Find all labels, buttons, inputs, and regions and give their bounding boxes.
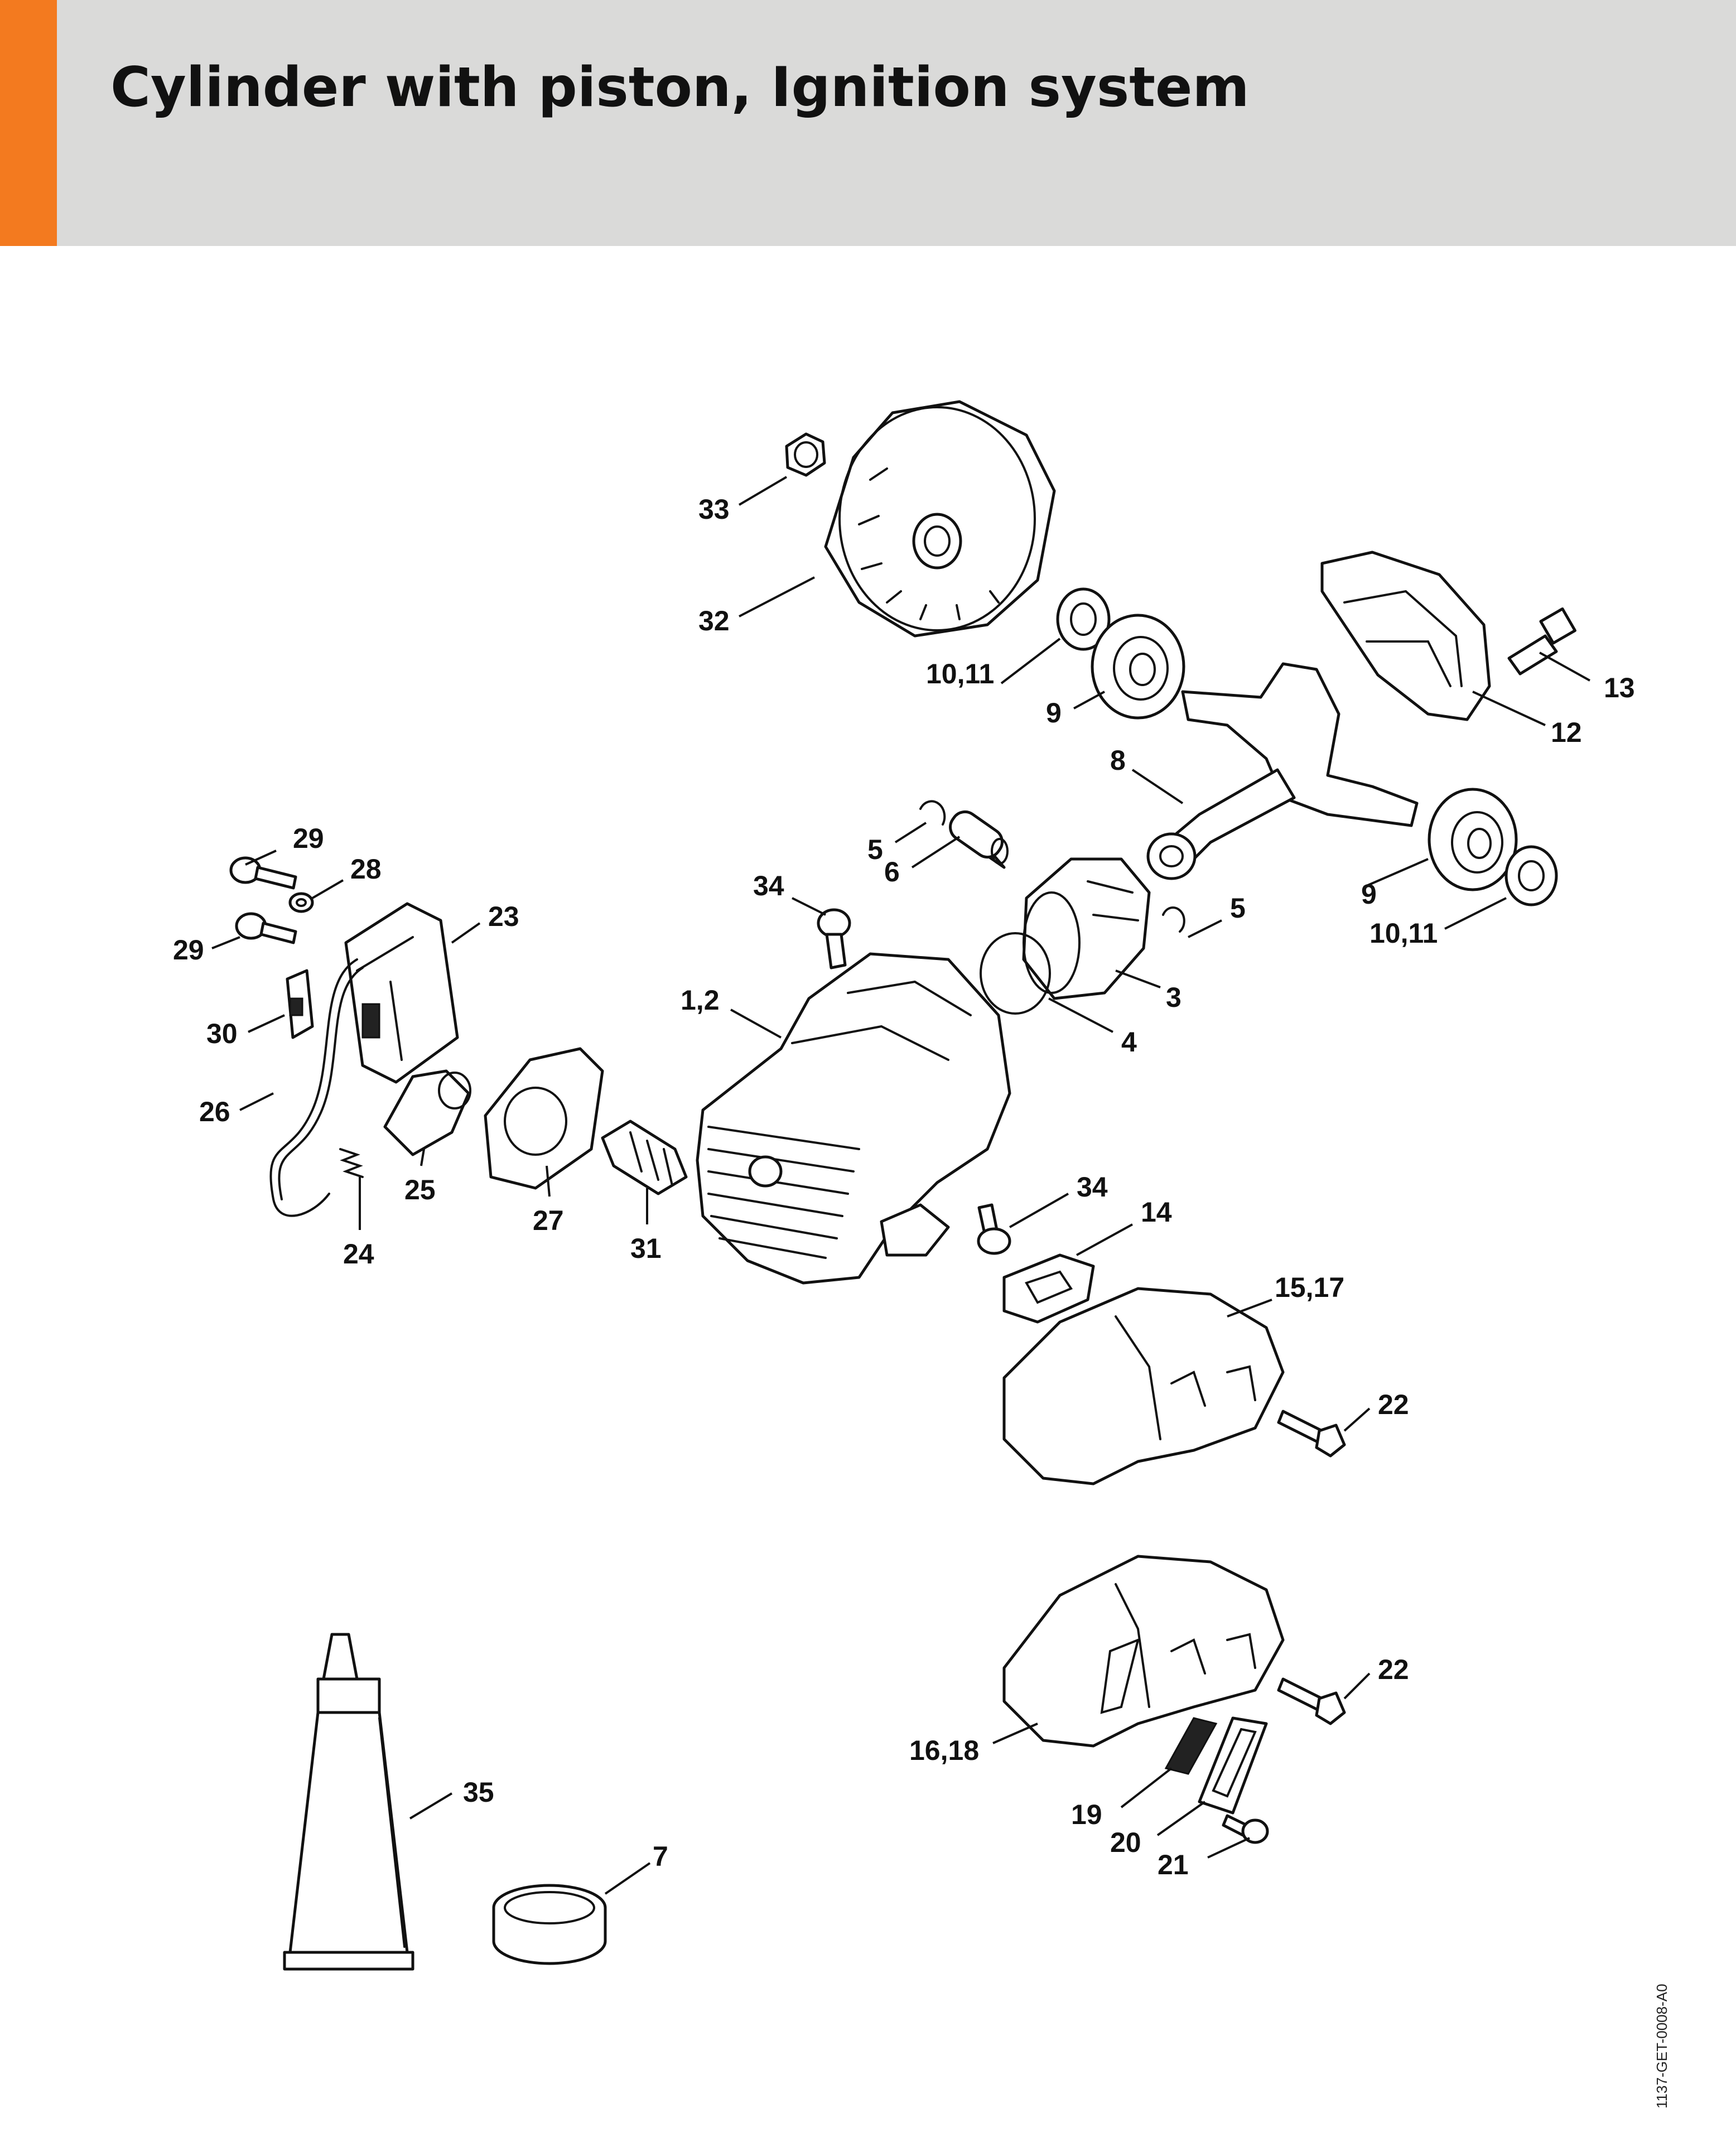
callout-label: 14	[1141, 1197, 1172, 1228]
callout-label: 4	[1121, 1026, 1137, 1058]
part-circlip-5-upper	[919, 800, 946, 826]
callout-label: 12	[1551, 717, 1582, 748]
callout-label: 3	[1166, 982, 1182, 1013]
part-ring-7	[492, 1884, 607, 1965]
callout-label: 34	[1077, 1171, 1108, 1203]
part-screw-13	[1507, 607, 1576, 676]
part-spark-screen-19	[1164, 1717, 1218, 1775]
part-shroud-27	[484, 1047, 604, 1190]
part-flywheel-32	[824, 400, 1056, 638]
part-spring-24	[339, 1148, 364, 1178]
part-cover-20	[1198, 1716, 1268, 1815]
leader-lines	[211, 476, 1590, 1895]
callout-label: 5	[1230, 893, 1246, 924]
part-cylinder-1-2	[696, 952, 1011, 1285]
part-nut-33	[785, 432, 826, 477]
callout-label: 32	[698, 605, 730, 636]
callout-label: 19	[1071, 1799, 1102, 1830]
header-accent-bar	[0, 0, 57, 246]
callout-label: 29	[293, 823, 324, 854]
callout-label: 28	[350, 853, 382, 885]
callout-label: 9	[1046, 697, 1062, 729]
callout-label: 34	[753, 870, 784, 901]
part-crankshaft-8	[1146, 662, 1419, 880]
callout-label: 13	[1604, 672, 1635, 703]
part-crankcase-12	[1320, 551, 1491, 721]
callout-label: 10,11	[926, 658, 994, 689]
callout-label: 23	[488, 901, 519, 932]
page-header: Cylinder with piston, Ignition system	[0, 0, 1736, 246]
callout-label: 7	[653, 1841, 668, 1872]
part-ignition-lead-26	[269, 958, 364, 1217]
part-screw-21	[1222, 1814, 1269, 1844]
callout-label: 21	[1158, 1849, 1189, 1880]
callout-label: 5	[867, 834, 883, 865]
callout-label: 16,18	[909, 1735, 979, 1766]
callout-labels: 33 32 10,11 9 13 12 8 29 28 5 6 34 23 29…	[173, 494, 1635, 1880]
page-title: Cylinder with piston, Ignition system	[110, 56, 1250, 119]
part-gasket-14	[1002, 1253, 1095, 1324]
part-ignition-module-23	[344, 902, 459, 1084]
part-seal-10-11-right	[1504, 845, 1558, 906]
part-circlip-5-right	[1162, 906, 1185, 933]
callout-label: 35	[463, 1777, 494, 1808]
callout-label: 15,17	[1275, 1272, 1344, 1303]
callout-label: 22	[1378, 1654, 1409, 1685]
document-code: 1137-GET-0008-A0	[1653, 1984, 1670, 2109]
part-screw-22-upper	[1277, 1410, 1346, 1458]
part-piston-pin-6	[949, 810, 1009, 869]
part-grease-tube-35	[283, 1633, 414, 1971]
part-spark-plug-31	[601, 1120, 688, 1195]
callout-label: 29	[173, 934, 204, 966]
callout-label: 25	[404, 1174, 436, 1205]
callout-label: 20	[1110, 1827, 1141, 1858]
part-screw-34-upper	[817, 908, 851, 969]
part-screw-22-lower	[1277, 1677, 1346, 1725]
part-screw-29-upper	[229, 856, 297, 890]
part-piston-3	[1022, 857, 1151, 1000]
part-muffler-15-17	[1002, 1287, 1285, 1485]
part-piston-ring-4	[980, 932, 1051, 1015]
callout-label: 10,11	[1369, 918, 1438, 949]
part-muffler-16-18	[1002, 1555, 1285, 1748]
callout-label: 22	[1378, 1389, 1409, 1420]
callout-label: 27	[533, 1205, 564, 1236]
callout-label: 33	[698, 494, 730, 525]
part-washer-28	[288, 892, 314, 913]
part-spark-plug-boot-25	[383, 1069, 471, 1156]
part-screw-34-lower	[977, 1203, 1011, 1255]
callout-label: 6	[884, 856, 900, 887]
callout-label: 9	[1361, 879, 1377, 910]
part-screw-29-lower	[235, 912, 297, 944]
part-bearing-9-right	[1428, 788, 1518, 891]
callout-label: 30	[206, 1018, 238, 1049]
part-terminal-30	[286, 969, 314, 1039]
callout-label: 8	[1110, 745, 1126, 776]
callout-label: 24	[343, 1238, 374, 1270]
part-seal-10-11-top	[1056, 587, 1111, 651]
callout-label: 1,2	[681, 985, 720, 1016]
callout-label: 31	[630, 1233, 662, 1264]
callout-label: 26	[199, 1096, 230, 1127]
part-bearing-9-top	[1091, 614, 1185, 720]
